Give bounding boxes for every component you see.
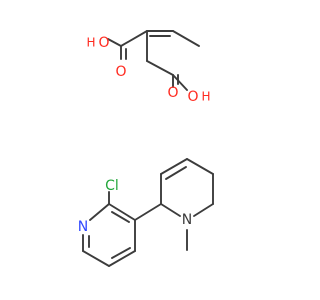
bond-ring-c6-n	[193, 203, 214, 217]
bond-acid-c4-o4	[172, 74, 188, 91]
molecule-diagram: H O O O O H Cl N N	[78, 30, 214, 267]
bond-acid-c3-c4	[172, 30, 200, 47]
bond-acid-c1-o1	[107, 38, 122, 47]
acid-oxygen-top-left: O	[98, 35, 109, 51]
acid-oxygen-bottom-right: O	[187, 89, 198, 105]
bond-py-c4-c5	[108, 250, 136, 267]
pyridine-nitrogen-label: N	[78, 219, 88, 235]
bond-ring-c4-c5	[186, 158, 214, 175]
acid-oxygen-carbonyl-right: O	[167, 85, 178, 101]
bond-py-inner-c4-c5	[111, 247, 131, 259]
acid-oxygen-carbonyl-left: O	[115, 64, 126, 80]
ring-nitrogen-label: N	[182, 212, 192, 228]
bond-ring-n-c2	[160, 203, 181, 217]
bond-acid-c1-c2	[120, 30, 148, 47]
bond-py-c2-c3	[108, 203, 136, 221]
bond-py-c5-c6	[82, 250, 110, 267]
acid-hydrogen-bottom-right: H	[201, 90, 210, 104]
bond-ring-c3-c4-double	[165, 166, 187, 180]
acid-hydrogen-top-left: H	[86, 36, 95, 50]
bond-pyridine-to-ring	[134, 203, 162, 221]
chemical-structure-canvas: H O O O O H Cl N N	[77, 30, 214, 267]
bond-py-n1-c2	[89, 203, 110, 221]
bond-ring-c3-c4-single	[160, 158, 188, 175]
bond-py-inner-c2-c3	[111, 211, 130, 223]
chlorine-atom-label: Cl	[105, 178, 119, 194]
bond-acid-c3-c4-side	[146, 60, 174, 76]
